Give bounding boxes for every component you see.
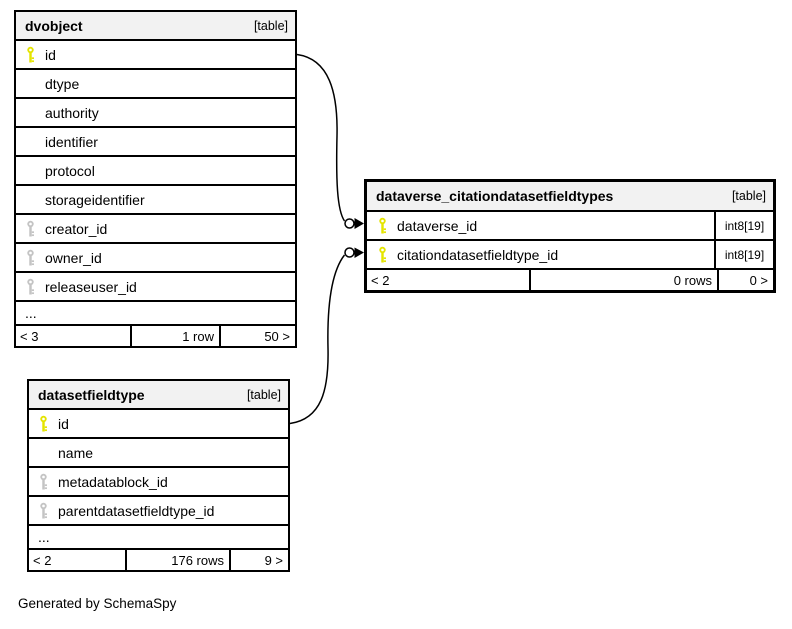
foreign-key-icon bbox=[27, 249, 34, 266]
column-name: id bbox=[45, 46, 56, 63]
column-row: dataverse_id int8[19] bbox=[367, 210, 773, 239]
generated-by-label: Generated by SchemaSpy bbox=[18, 596, 177, 611]
table-footer: < 2 0 rows 0 > bbox=[367, 268, 773, 290]
foreign-key-icon bbox=[40, 473, 47, 490]
more-columns-ellipsis: ... bbox=[16, 300, 295, 324]
table-name[interactable]: datasetfieldtype bbox=[38, 386, 145, 403]
column-name: storageidentifier bbox=[45, 191, 145, 208]
column-name: dtype bbox=[45, 75, 80, 92]
column-row: id bbox=[16, 39, 295, 68]
column-row: releaseuser_id bbox=[16, 271, 295, 300]
row-count: 1 row bbox=[130, 326, 219, 346]
column-name: protocol bbox=[45, 162, 95, 179]
related-tables-right-count: 9 > bbox=[229, 550, 288, 570]
table-header[interactable]: datasetfieldtype [table] bbox=[29, 381, 288, 408]
column-name: authority bbox=[45, 104, 99, 121]
column-row: dtype bbox=[16, 68, 295, 97]
related-tables-right-count: 0 > bbox=[717, 270, 773, 290]
table-type-badge: [table] bbox=[246, 387, 281, 402]
column-name: citationdatasetfieldtype_id bbox=[397, 246, 559, 263]
column-row: name bbox=[29, 437, 288, 466]
foreign-key-icon bbox=[27, 220, 34, 237]
foreign-key-icon bbox=[40, 502, 47, 519]
column-row: owner_id bbox=[16, 242, 295, 271]
table-datasetfieldtype: datasetfieldtype [table] id name metadat… bbox=[27, 379, 290, 572]
column-name: id bbox=[58, 415, 69, 432]
foreign-key-icon bbox=[27, 278, 34, 295]
table-dataverse-citationdatasetfieldtypes: dataverse_citationdatasetfieldtypes [tab… bbox=[364, 179, 776, 293]
more-columns-ellipsis: ... bbox=[29, 524, 288, 548]
table-header[interactable]: dataverse_citationdatasetfieldtypes [tab… bbox=[367, 182, 773, 210]
column-type: int8[19] bbox=[714, 241, 773, 268]
table-footer: < 2 176 rows 9 > bbox=[29, 548, 288, 570]
relationship-line bbox=[296, 53, 346, 222]
column-name: name bbox=[58, 444, 94, 461]
column-name: owner_id bbox=[45, 249, 102, 266]
column-row: creator_id bbox=[16, 213, 295, 242]
primary-key-icon bbox=[379, 217, 386, 234]
related-tables-left-count: < 2 bbox=[371, 272, 390, 288]
row-count: 0 rows bbox=[529, 270, 717, 290]
relationship-line bbox=[289, 254, 346, 425]
arrowhead-icon bbox=[354, 218, 364, 229]
column-row: storageidentifier bbox=[16, 184, 295, 213]
column-row: authority bbox=[16, 97, 295, 126]
primary-key-icon bbox=[379, 246, 386, 263]
table-type-badge: [table] bbox=[253, 18, 288, 33]
column-row: identifier bbox=[16, 126, 295, 155]
column-row: citationdatasetfieldtype_id int8[19] bbox=[367, 239, 773, 268]
row-count: 176 rows bbox=[125, 550, 229, 570]
column-name: dataverse_id bbox=[397, 217, 478, 234]
table-header[interactable]: dvobject [table] bbox=[16, 12, 295, 39]
connector-circle-icon bbox=[344, 218, 355, 229]
related-tables-left-count: < 2 bbox=[33, 552, 52, 568]
column-type: int8[19] bbox=[714, 212, 773, 239]
relationship-datasetfieldtype-citation-id bbox=[289, 247, 364, 425]
primary-key-icon bbox=[27, 46, 34, 63]
table-dvobject: dvobject [table] id dtype authority iden… bbox=[14, 10, 297, 348]
column-name: identifier bbox=[45, 133, 98, 150]
table-footer: < 3 1 row 50 > bbox=[16, 324, 295, 346]
column-row: parentdatasetfieldtype_id bbox=[29, 495, 288, 524]
related-tables-left-count: < 3 bbox=[20, 328, 39, 344]
relationship-dvobject-dataverse-id bbox=[296, 53, 364, 229]
connector-circle-icon bbox=[344, 247, 355, 258]
arrowhead-icon bbox=[354, 247, 364, 258]
column-row: protocol bbox=[16, 155, 295, 184]
column-row: id bbox=[29, 408, 288, 437]
column-name: creator_id bbox=[45, 220, 108, 237]
related-tables-right-count: 50 > bbox=[219, 326, 295, 346]
column-name: parentdatasetfieldtype_id bbox=[58, 502, 215, 519]
column-row: metadatablock_id bbox=[29, 466, 288, 495]
table-name[interactable]: dvobject bbox=[25, 17, 83, 34]
column-name: releaseuser_id bbox=[45, 278, 137, 295]
table-type-badge: [table] bbox=[731, 189, 766, 203]
column-name: metadatablock_id bbox=[58, 473, 168, 490]
primary-key-icon bbox=[40, 415, 47, 432]
table-name[interactable]: dataverse_citationdatasetfieldtypes bbox=[376, 188, 614, 204]
